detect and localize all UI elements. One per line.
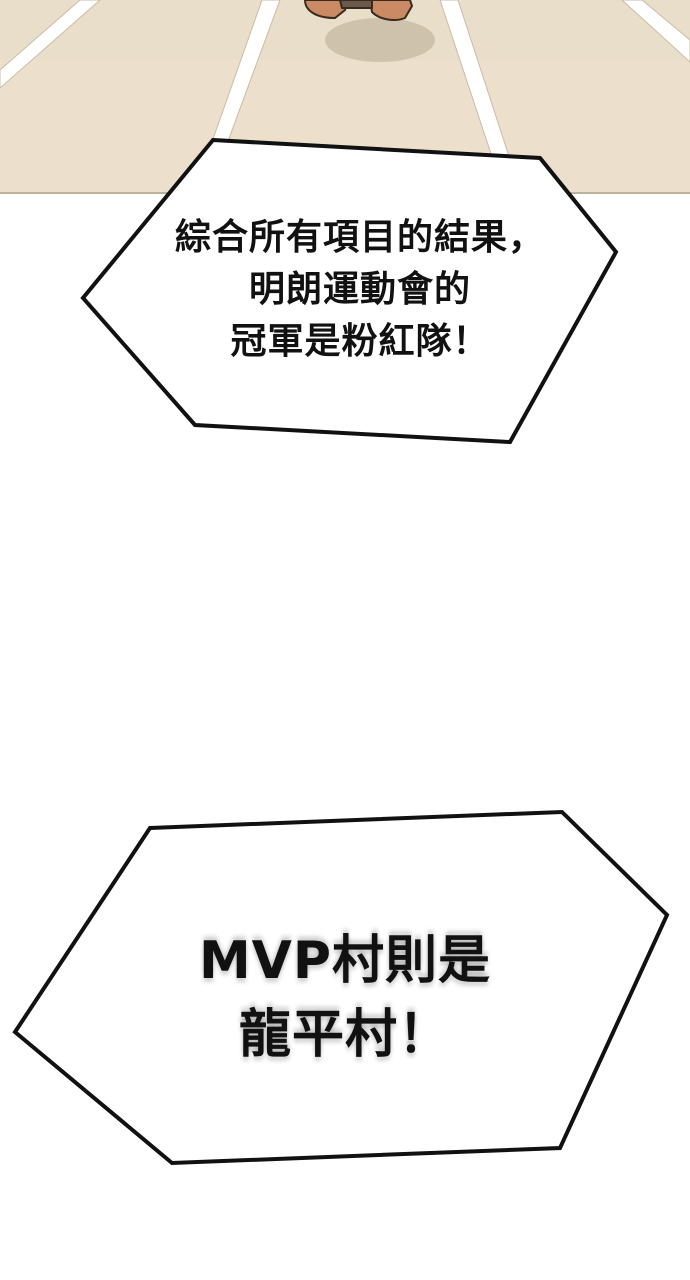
track-scene bbox=[0, 0, 690, 194]
character-hand-icon bbox=[368, 0, 414, 21]
character-shadow bbox=[325, 18, 435, 62]
speech-bubble-1-text: 綜合所有項目的結果， 明朗運動會的 冠軍是粉紅隊！ bbox=[150, 212, 570, 368]
top-panel-illustration bbox=[0, 0, 690, 194]
character-clothing bbox=[338, 0, 373, 9]
speech-bubble-2-text: MVP村則是 龍平村！ bbox=[140, 924, 550, 1072]
dialogue-line: 綜合所有項目的結果， bbox=[174, 217, 545, 258]
lane-line bbox=[621, 0, 690, 63]
dialogue-line: 冠軍是粉紅隊！ bbox=[230, 321, 490, 362]
dialogue-line: MVP村則是 bbox=[198, 931, 492, 991]
character-hand-icon bbox=[303, 0, 350, 20]
lane-line bbox=[0, 0, 101, 89]
dialogue-line: 明朗運動會的 bbox=[248, 269, 471, 310]
dialogue-line: 龍平村！ bbox=[238, 1005, 451, 1065]
